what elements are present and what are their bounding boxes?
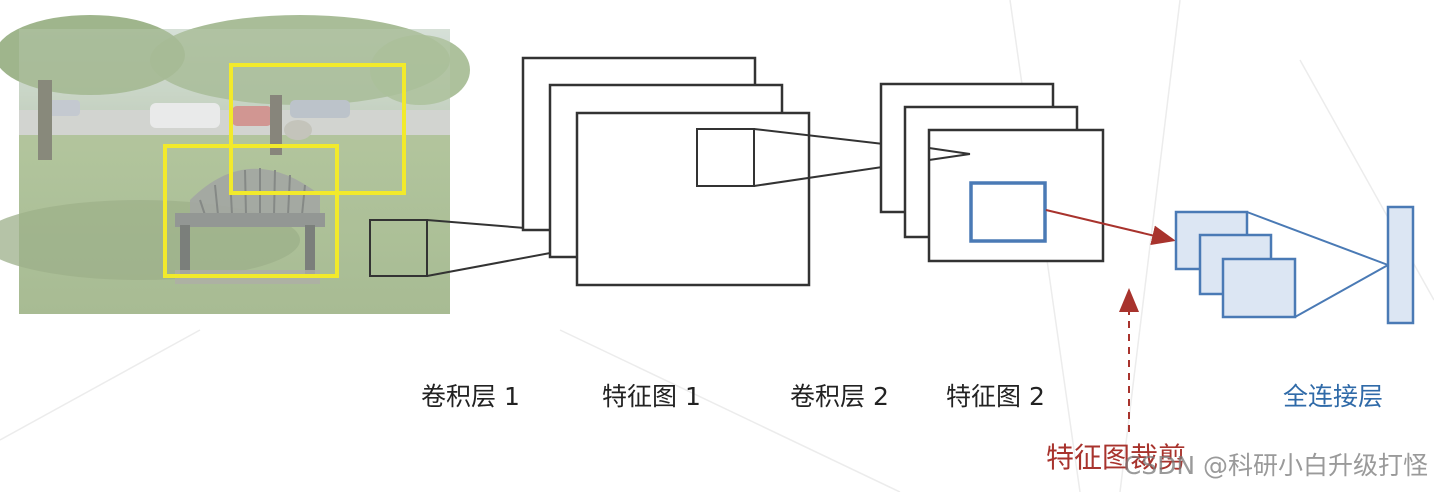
proposal-box-1 (229, 63, 406, 195)
fc-input-stack (1174, 210, 1297, 319)
label-feature2: 特征图 2 (946, 382, 1045, 411)
roi-crop-box (969, 181, 1047, 243)
label-conv1: 卷积层 1 (421, 382, 520, 411)
watermark: CSDN @科研小白升级打怪 (1123, 451, 1428, 480)
label-crop: 特征图裁剪 (1046, 441, 1187, 474)
fc-layer-bar (1386, 205, 1415, 325)
park-bench-photo (0, 15, 470, 314)
proposal-box-2 (163, 144, 339, 278)
region-proposals (163, 63, 406, 278)
crop-arrow (1045, 209, 1176, 246)
fc-connections (1246, 211, 1389, 318)
label-fc: 全连接层 (1283, 382, 1384, 411)
label-conv2: 卷积层 2 (790, 382, 889, 411)
feature-map-stack-1 (521, 56, 811, 287)
label-feature1: 特征图 1 (602, 382, 701, 411)
